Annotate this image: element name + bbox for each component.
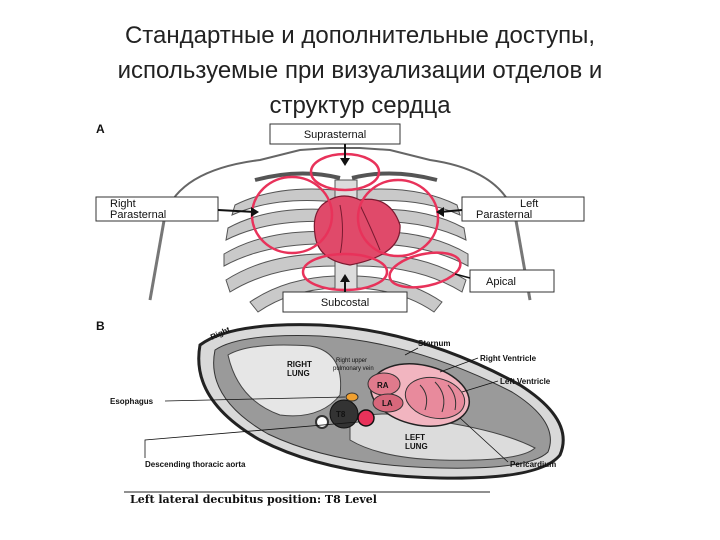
access-windows [250,152,462,292]
label-right-parasternal: Right Parasternal [95,196,259,222]
label-esophagus: Esophagus [110,397,154,406]
label-right-ventricle: Right Ventricle [480,354,537,363]
svg-text:Parasternal: Parasternal [110,209,166,221]
title-line-2: используемые при визуализации отделов и [117,57,603,84]
label-descending-aorta: Descending thoracic aorta [145,460,246,469]
label-right-lung-1: RIGHT [287,360,312,369]
label-pericardium: Pericardium [510,460,556,469]
svg-text:Subcostal: Subcostal [321,297,369,309]
label-right-lung-2: LUNG [287,369,310,378]
label-left-ventricle: Left Ventricle [500,377,551,386]
label-suprasternal: Suprasternal [269,123,401,166]
label-apical: Apical [454,269,555,293]
label-sternum: Sternum [418,339,450,348]
label-subcostal: Subcostal [282,274,408,313]
torso-outline [149,147,531,301]
svg-text:Apical: Apical [486,276,516,288]
svg-text:Left: Left [520,198,538,210]
heart-vessels [339,204,381,256]
label-t8: T8 [336,410,346,419]
panel-b-letter: B [96,319,105,333]
label-la: LA [382,399,393,408]
label-ra: RA [377,381,389,390]
left-clavicle [351,171,438,182]
title-line-3: структур сердца [269,92,451,119]
title-line-1: Стандартные и дополнительные доступы, [124,22,596,49]
t8-vertebra [329,399,359,429]
papillary-muscles [419,381,457,413]
svg-text:Suprasternal: Suprasternal [304,129,366,141]
azygos-vein [315,415,329,429]
label-rupv-1: Right upper [336,358,367,364]
left-parasternal-window [356,178,440,258]
svg-text:Parasternal: Parasternal [476,209,532,221]
right-clavicle [254,171,341,182]
label-rupv-2: pulmonary vein [333,366,374,372]
panel-b-caption: Left lateral decubitus position: T8 Leve… [130,493,377,506]
aorta-circle [357,409,375,427]
panel-a-letter: A [96,122,105,136]
esophagus-shape [345,392,359,402]
slide-title: Стандартные и дополнительные доступы, ис… [60,18,660,123]
label-left-lung-1: LEFT [405,433,425,442]
svg-text:Right: Right [110,198,136,210]
left-atrium [372,393,404,413]
panel-b: B Right Sternum Right Ventricle Left Ven… [96,319,565,506]
label-left-parasternal: Left Parasternal [436,196,585,222]
panel-a: A [95,122,585,313]
apical-window [388,251,462,289]
label-left-lung-2: LUNG [405,442,428,451]
right-arm [148,214,167,301]
